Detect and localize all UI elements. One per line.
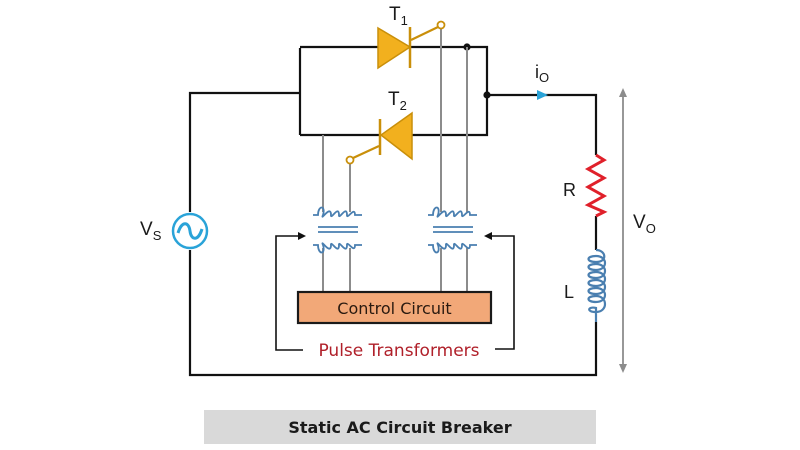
wire-bottom-return [188,250,598,377]
label-io: iO [535,62,549,85]
thyristor-t2-icon [345,111,413,165]
wire-source-top [188,91,300,212]
gate-wires [322,28,468,292]
arrow-left-icon [484,232,492,240]
pulse-transformer-2-icon [428,206,477,254]
output-voltage-arrow-icon [619,88,627,373]
caption-title: Static AC Circuit Breaker [288,418,511,437]
wire-t1-right-bus [410,45,489,137]
caption-box [204,410,596,444]
pulse-transformers-label: Pulse Transformers [318,341,479,361]
label-vs: VS [140,219,162,243]
control-circuit-label: Control Circuit [337,299,451,318]
pulse-transformer-1-icon [313,206,362,254]
pulse-transformer-brackets [275,235,515,351]
label-l: L [564,282,574,302]
control-circuit-box [296,290,493,325]
resistor-icon [584,153,608,218]
junction-dot [483,91,491,99]
thyristor-t1-icon [377,20,446,70]
label-vo: VO [633,212,656,236]
current-arrow-icon [537,90,548,100]
ac-source-icon [171,212,209,250]
inductor-icon [587,248,607,322]
label-t1: T1 [389,4,408,28]
label-r: R [563,180,576,200]
label-t2: T2 [388,89,407,113]
main-wires [188,45,598,377]
wire-output-top [487,93,598,155]
arrow-right-icon [298,232,306,240]
